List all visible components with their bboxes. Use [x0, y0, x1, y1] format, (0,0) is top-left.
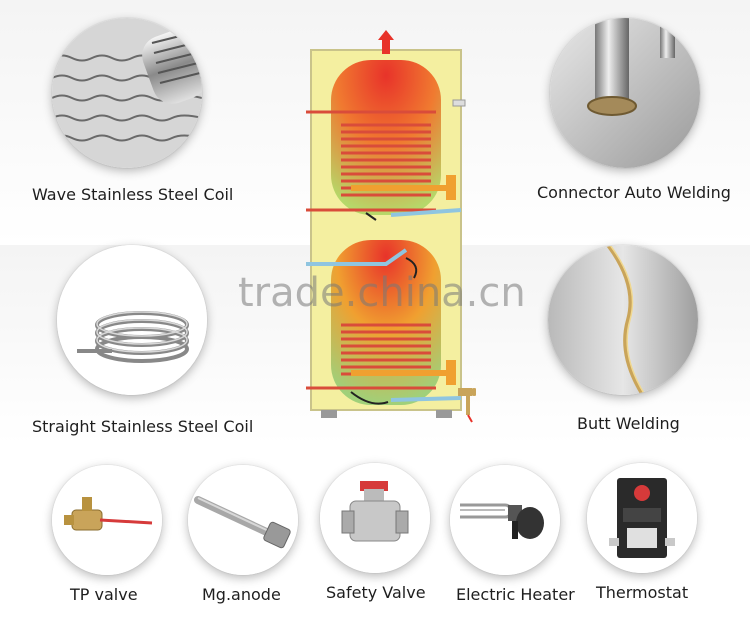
- safety-valve-label: Safety Valve: [326, 583, 426, 602]
- thermostat-icon: [587, 463, 697, 573]
- wave-coil-image: [52, 18, 202, 168]
- coiled-tube-icon: [57, 245, 207, 395]
- straight-coil-image: [57, 245, 207, 395]
- butt-welding-image: [548, 245, 698, 395]
- straight-coil-label: Straight Stainless Steel Coil: [32, 417, 254, 436]
- water-tank-diagram: [306, 30, 476, 423]
- safety-valve-image: [320, 463, 430, 573]
- tp-valve-image: [52, 465, 162, 575]
- wave-coil-label: Wave Stainless Steel Coil: [32, 185, 234, 204]
- heating-element-icon: [450, 465, 560, 575]
- corrugated-pipe-icon: [52, 18, 202, 168]
- connector-welding-label: Connector Auto Welding: [537, 183, 731, 202]
- tp-valve-label: TP valve: [70, 585, 138, 604]
- welded-connector-icon: [550, 18, 700, 168]
- thermostat-image: [587, 463, 697, 573]
- safety-valve-icon: [320, 463, 430, 573]
- thermostat-label: Thermostat: [596, 583, 689, 602]
- mg-anode-label: Mg.anode: [202, 585, 281, 604]
- anode-rod-icon: [188, 465, 298, 575]
- electric-heater-image: [450, 465, 560, 575]
- weld-seam-icon: [548, 245, 698, 395]
- mg-anode-image: [188, 465, 298, 575]
- electric-heater-label: Electric Heater: [456, 585, 575, 604]
- butt-welding-label: Butt Welding: [577, 414, 680, 433]
- brass-valve-icon: [52, 465, 162, 575]
- connector-welding-image: [550, 18, 700, 168]
